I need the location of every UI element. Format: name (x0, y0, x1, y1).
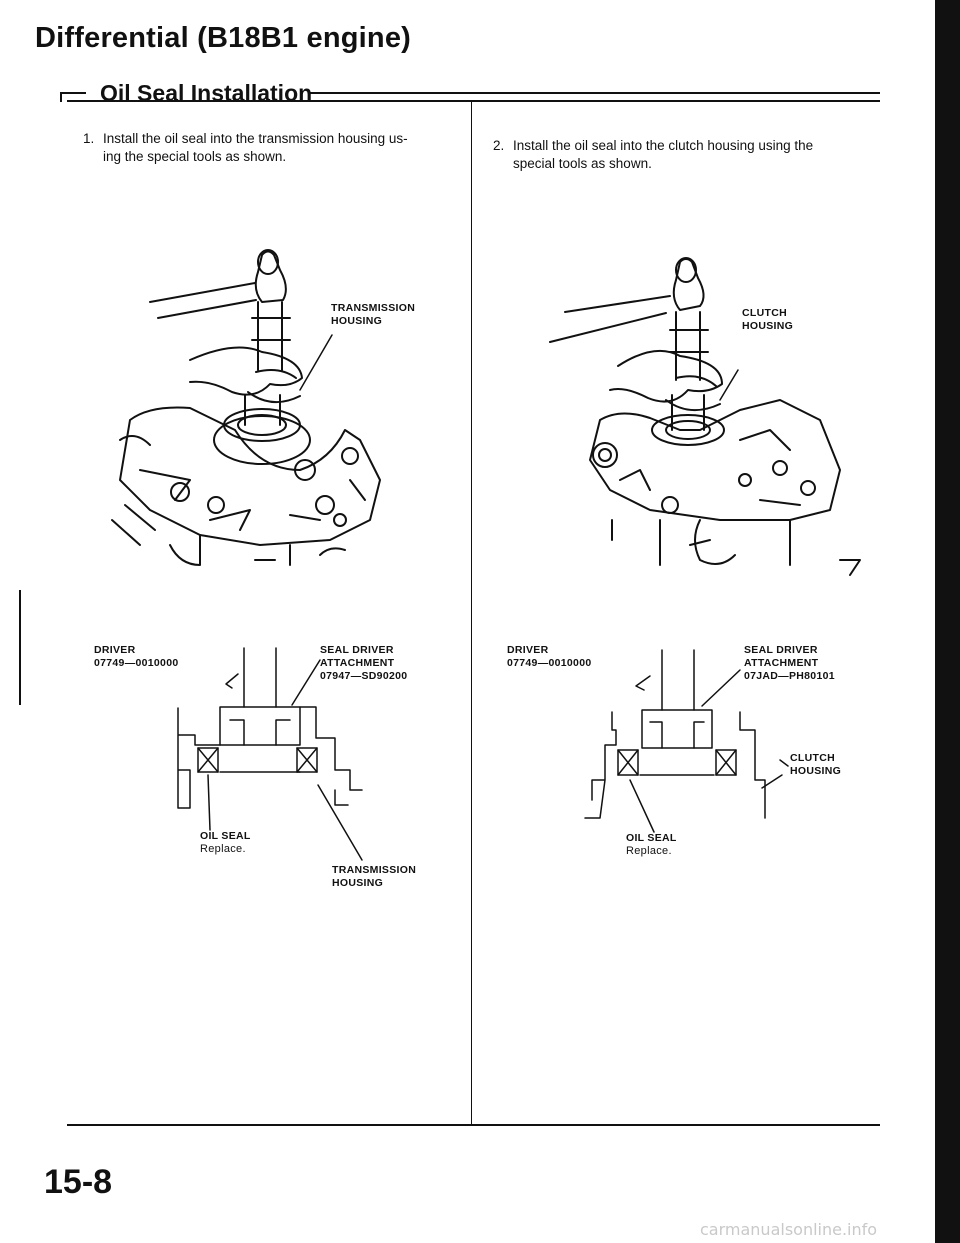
step-number: 2. (493, 138, 505, 153)
step-line: Install the oil seal into the clutch hou… (513, 138, 814, 153)
step-text: Install the oil seal into the clutch hou… (513, 137, 813, 173)
label-line: TRANSMISSION (331, 302, 416, 314)
label-line: HOUSING (790, 765, 842, 777)
oil-seal-label-right: OIL SEAL Replace. (626, 832, 677, 858)
clutch-install-illustration (549, 257, 861, 576)
part-number: 07749—0010000 (507, 657, 592, 669)
label-line: SEAL DRIVER (320, 644, 394, 656)
right-edge-bar (935, 0, 960, 1243)
frame-left-tick (60, 92, 62, 102)
label-line: HOUSING (331, 315, 383, 327)
subtitle-rule-right (308, 92, 880, 94)
step-2: 2. Install the oil seal into the clutch … (493, 137, 878, 177)
driver-label-right: DRIVER 07749—0010000 (507, 644, 591, 670)
step-line: Install the oil seal into the transmissi… (103, 131, 408, 146)
page-title: Differential (B18B1 engine) (35, 22, 412, 54)
label-line: DRIVER (94, 644, 136, 656)
label-note: Replace. (626, 845, 672, 857)
watermark: carmanualsonline.info (700, 1220, 878, 1239)
frame-bottom (67, 1124, 880, 1126)
label-note: Replace. (200, 843, 246, 855)
label-line: CLUTCH (790, 752, 835, 764)
label-line: CLUTCH (742, 307, 787, 319)
step-1: 1. Install the oil seal into the transmi… (83, 130, 468, 170)
transmission-housing-bottom-label: TRANSMISSION HOUSING (332, 864, 416, 890)
clutch-housing-label-lower: CLUTCH HOUSING (790, 752, 841, 778)
frame-column-divider (471, 100, 472, 1125)
label-line: HOUSING (332, 877, 384, 889)
label-line: OIL SEAL (626, 832, 677, 844)
part-number: 07947—SD90200 (320, 670, 408, 682)
clutch-cross-section (584, 649, 789, 833)
transmission-cross-section (177, 647, 363, 861)
clutch-housing-label: CLUTCH HOUSING (742, 307, 793, 333)
seal-driver-attachment-label-right: SEAL DRIVER ATTACHMENT 07JAD—PH80101 (744, 644, 835, 683)
label-line: HOUSING (742, 320, 794, 332)
part-number: 07749—0010000 (94, 657, 179, 669)
step-text: Install the oil seal into the transmissi… (103, 130, 408, 166)
oil-seal-label-left: OIL SEAL Replace. (200, 830, 251, 856)
step-number: 1. (83, 131, 95, 146)
transmission-install-illustration (111, 249, 381, 566)
transmission-housing-label: TRANSMISSION HOUSING (331, 302, 415, 328)
label-line: ATTACHMENT (744, 657, 819, 669)
label-line: ATTACHMENT (320, 657, 395, 669)
page-number: 15-8 (44, 1163, 113, 1201)
subtitle-rule-left (62, 92, 86, 94)
step-line: ing the special tools as shown. (103, 149, 287, 164)
label-line: SEAL DRIVER (744, 644, 818, 656)
frame-top (67, 100, 880, 102)
driver-label-left: DRIVER 07749—0010000 (94, 644, 178, 670)
margin-mark (19, 590, 21, 705)
label-line: OIL SEAL (200, 830, 251, 842)
label-line: TRANSMISSION (332, 864, 417, 876)
step-line: special tools as shown. (513, 156, 652, 171)
seal-driver-attachment-label-left: SEAL DRIVER ATTACHMENT 07947—SD90200 (320, 644, 407, 683)
label-line: DRIVER (507, 644, 549, 656)
part-number: 07JAD—PH80101 (744, 670, 835, 682)
